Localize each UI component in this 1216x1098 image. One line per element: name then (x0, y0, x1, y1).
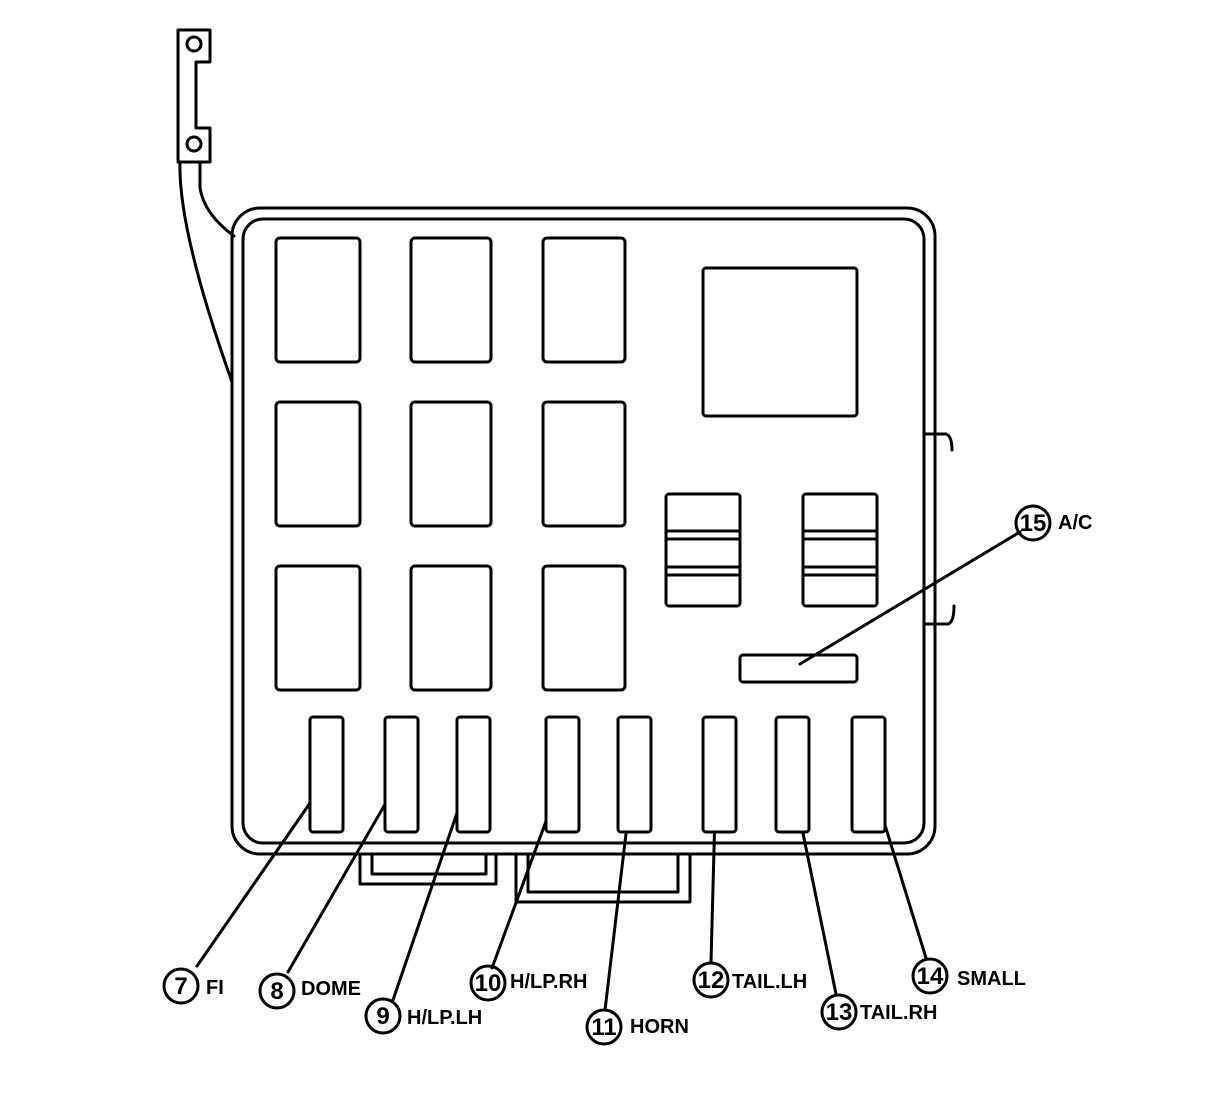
relay-slot (409, 400, 493, 528)
callout-number: 13 (826, 999, 853, 1026)
callout-11: 11 HORN (585, 1008, 689, 1046)
relay-slot (409, 564, 493, 692)
relay-slot (409, 236, 493, 364)
callout-7: 7 FI (162, 967, 224, 1005)
callout-label: HORN (630, 1016, 689, 1038)
callout-number: 9 (376, 1003, 389, 1030)
ac-fuse (738, 653, 859, 684)
relay-slot (274, 236, 362, 364)
callout-9: 9 H/LP.LH (364, 997, 482, 1035)
callout-13: 13 TAIL.RH (820, 993, 937, 1031)
callout-10: 10 H/LP.RH (469, 964, 587, 1002)
fuse-slot-14 (850, 715, 887, 834)
callout-number: 8 (270, 978, 283, 1005)
callout-label: TAIL.LH (732, 971, 807, 993)
callout-label: SMALL (957, 968, 1026, 990)
callout-number: 15 (1020, 510, 1047, 537)
fuse-slot-13 (774, 715, 811, 834)
relay-slot (274, 564, 362, 692)
relay-slot (274, 400, 362, 528)
relay-grid (274, 236, 627, 692)
fuse-slot-9 (455, 715, 492, 834)
callout-label: H/LP.LH (407, 1007, 482, 1029)
callout-12: 12 TAIL.LH (692, 961, 807, 999)
callout-label: H/LP.RH (510, 971, 587, 993)
callout-number: 7 (174, 973, 187, 1000)
callout-14: 14 SMALL (911, 957, 1026, 995)
callout-15: 15 A/C (1014, 504, 1092, 542)
fusible-link-left (664, 492, 742, 608)
callout-number: 14 (917, 963, 944, 990)
callout-label: DOME (301, 978, 361, 1000)
fuse-slot-8 (383, 715, 420, 834)
relay-slot (541, 236, 627, 364)
callout-8: 8 DOME (258, 972, 361, 1010)
fuse-slot-12 (701, 715, 738, 834)
relay-slot (541, 400, 627, 528)
callout-label: TAIL.RH (860, 1002, 937, 1024)
fuse-slot-7 (308, 715, 345, 834)
large-relay (701, 266, 859, 418)
fuse-box-housing (230, 206, 956, 904)
callout-label: A/C (1058, 512, 1092, 534)
mounting-bracket (176, 28, 236, 384)
relay-slot (541, 564, 627, 692)
fuse-slot-10 (544, 715, 581, 834)
fuse-slots (308, 715, 887, 834)
callout-label: FI (206, 977, 224, 999)
callout-number: 11 (591, 1014, 616, 1041)
callout-number: 10 (475, 970, 502, 997)
fusible-link-right (801, 492, 879, 608)
callout-number: 12 (698, 967, 725, 994)
fuse-slot-11 (616, 715, 653, 834)
